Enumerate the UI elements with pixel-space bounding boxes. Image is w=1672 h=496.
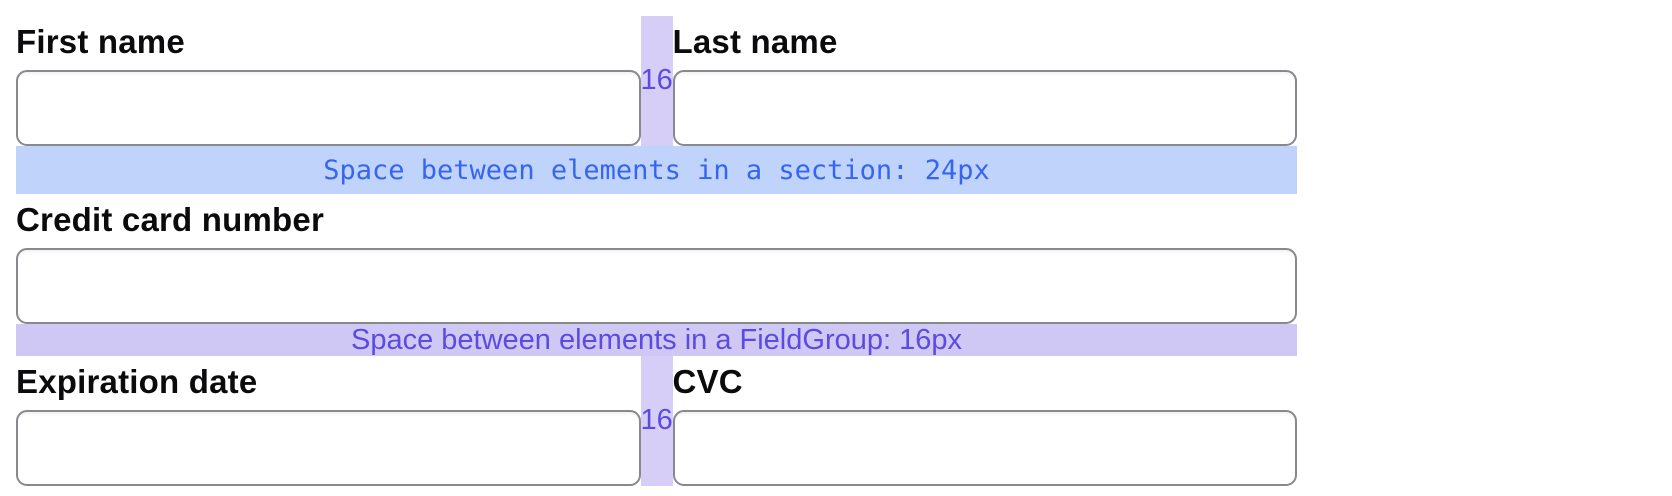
- last-name-input[interactable]: [672, 70, 1297, 146]
- credit-card-row: Credit card number: [16, 194, 1297, 324]
- section-gap-band: Space between elements in a section: 24p…: [16, 146, 1297, 194]
- expiration-date-label: Expiration date: [16, 363, 258, 400]
- cvc-input[interactable]: [672, 410, 1297, 486]
- fieldgroup-gap-label: Space between elements in a FieldGroup: …: [351, 323, 962, 356]
- last-name-field: Last name: [672, 16, 1297, 146]
- payment-form: 16 First name Last name Space between el…: [16, 0, 1297, 486]
- expiration-date-field: Expiration date: [16, 356, 641, 486]
- first-name-field: First name: [16, 16, 641, 146]
- credit-card-input[interactable]: [16, 248, 1297, 324]
- column-gap-size-label: 16: [640, 404, 673, 436]
- name-row: 16 First name Last name: [16, 16, 1297, 146]
- expiry-cvc-row: 16 Expiration date CVC: [16, 356, 1297, 486]
- first-name-input[interactable]: [16, 70, 641, 146]
- fieldgroup-gap-band: Space between elements in a FieldGroup: …: [16, 324, 1297, 356]
- section-gap-label: Space between elements in a section: 24p…: [323, 154, 990, 186]
- column-gap-size-label: 16: [640, 64, 673, 96]
- credit-card-field: Credit card number: [16, 194, 1297, 324]
- expiration-date-input[interactable]: [16, 410, 641, 486]
- column-gap-band: 16: [640, 356, 673, 486]
- credit-card-label: Credit card number: [16, 201, 324, 238]
- last-name-label: Last name: [672, 23, 838, 60]
- cvc-label: CVC: [672, 363, 743, 400]
- first-name-label: First name: [16, 23, 185, 60]
- column-gap-band: 16: [640, 16, 673, 146]
- cvc-field: CVC: [672, 356, 1297, 486]
